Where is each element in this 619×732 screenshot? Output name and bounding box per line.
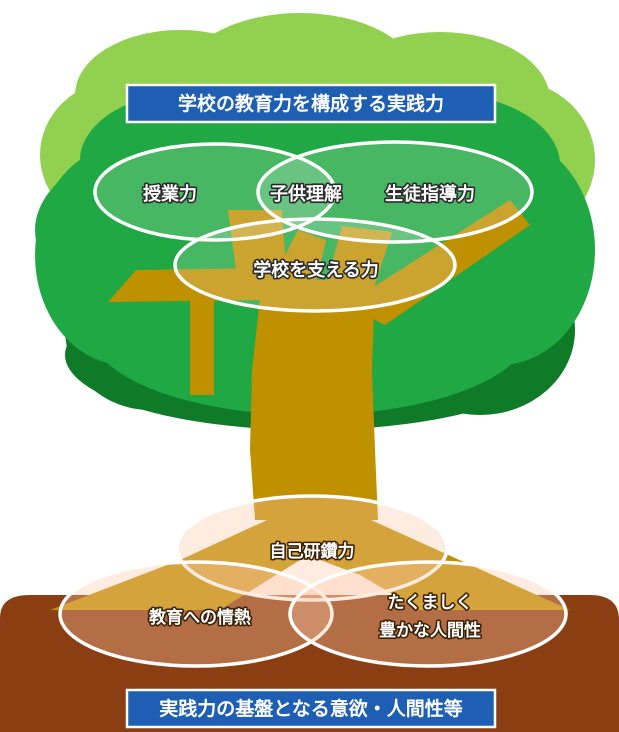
- label-seito: 生徒指導力: [385, 183, 475, 205]
- title-bottom: 実践力の基盤となる意欲・人間性等: [159, 697, 462, 720]
- ellipse-jounetsu: [58, 560, 334, 668]
- title-top: 学校の教育力を構成する実践力: [178, 92, 444, 115]
- label-jounetsu: 教育への情熱: [148, 607, 251, 628]
- label-kenzan: 自己研鑽力: [270, 541, 355, 562]
- title-top-box: 学校の教育力を構成する実践力: [125, 83, 497, 124]
- label-kodomo: 子供理解: [270, 183, 342, 205]
- canopy-skill-ellipses: [93, 140, 534, 313]
- title-bottom-box: 実践力の基盤となる意欲・人間性等: [125, 688, 497, 729]
- ellipse-kenzan: [175, 494, 449, 602]
- ellipse-sasaeru: [173, 217, 457, 313]
- label-ningensei-line2: 豊かな人間性: [379, 620, 481, 641]
- root-ellipses: [58, 494, 568, 668]
- label-sasaeru: 学校を支える力: [253, 259, 378, 281]
- ellipse-ningensei: [288, 560, 568, 668]
- ellipse-seito: [256, 140, 534, 244]
- label-ningensei-line1: たくましく: [388, 593, 473, 613]
- tree-trunk: [50, 200, 570, 610]
- label-jugyou: 授業力: [143, 183, 197, 205]
